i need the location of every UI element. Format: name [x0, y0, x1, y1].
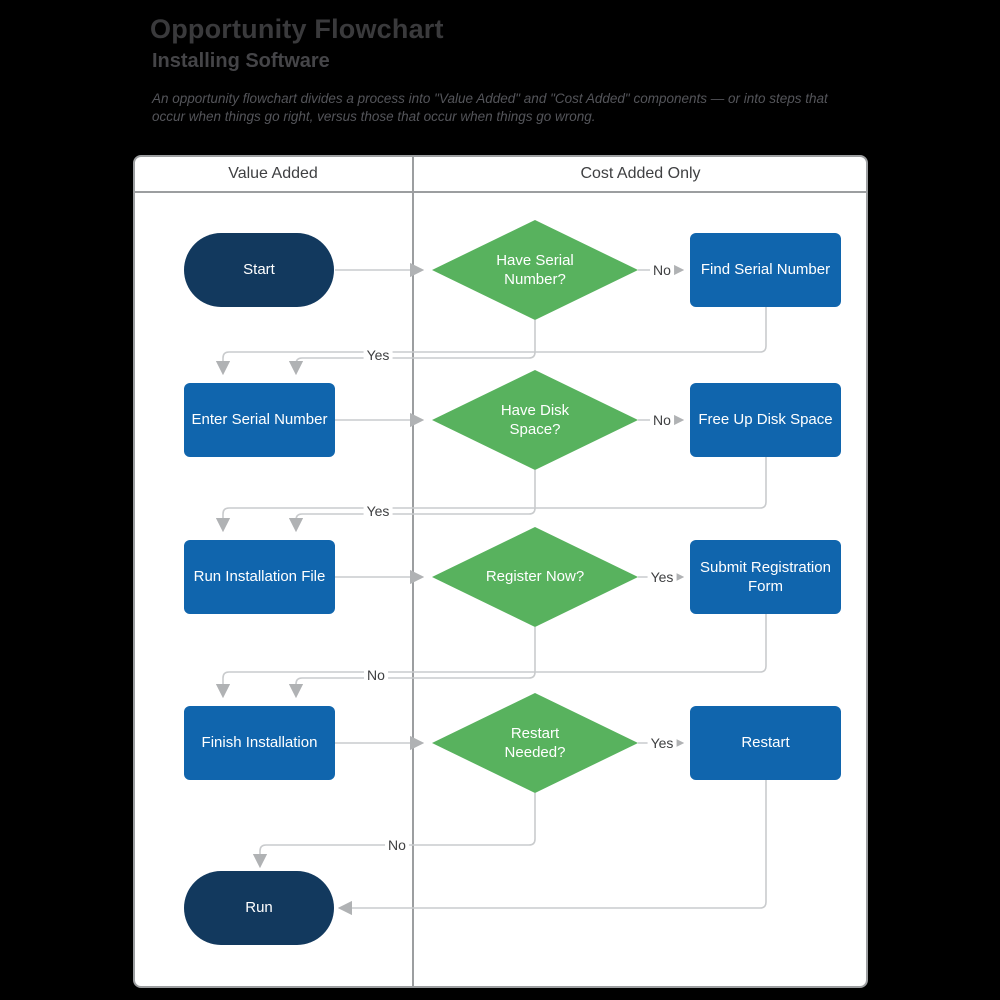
connector-layer — [133, 155, 868, 988]
page-title: Opportunity Flowchart — [150, 14, 444, 44]
edge-find-serial-to-enter-serial — [215, 307, 767, 376]
node-restart: Restart — [690, 706, 841, 780]
page-description: An opportunity flowchart divides a proce… — [152, 91, 828, 124]
node-find-serial-number: Find Serial Number — [690, 233, 841, 307]
edge-label-yes-disk: Yes — [363, 503, 393, 519]
edge-label-no-register: No — [364, 667, 388, 683]
edge-label-yes-register: Yes — [647, 569, 677, 585]
edge-submit-reg-to-finish-install — [215, 614, 767, 699]
column-header-cost-added-only: Cost Added Only — [580, 164, 701, 182]
edge-restart-needed-no-to-run — [252, 793, 536, 869]
flowchart-container: Value Added Cost Added Only Start Have S… — [133, 155, 868, 988]
edge-have-disk-yes-to-run-install — [288, 470, 536, 533]
node-run: Run — [184, 871, 334, 945]
edge-free-disk-to-run-install — [215, 457, 767, 533]
node-run-installation-file: Run Installation File — [184, 540, 335, 614]
column-header-value-added: Value Added — [228, 164, 318, 182]
edge-restart-to-run — [337, 780, 767, 916]
edge-have-serial-yes-to-enter-serial — [288, 320, 536, 376]
node-free-up-disk-space: Free Up Disk Space — [690, 383, 841, 457]
node-enter-serial-number: Enter Serial Number — [184, 383, 335, 457]
flowchart-canvas: Value Added Cost Added Only Start Have S… — [133, 155, 868, 988]
edge-label-no-disk: No — [650, 412, 674, 428]
edge-label-yes-serial: Yes — [363, 347, 393, 363]
node-submit-registration-form: Submit Registration Form — [690, 540, 841, 614]
node-finish-installation: Finish Installation — [184, 706, 335, 780]
edge-label-no-restart: No — [385, 837, 409, 853]
edge-label-no-serial: No — [650, 262, 674, 278]
page-subtitle: Installing Software — [152, 50, 330, 72]
node-start: Start — [184, 233, 334, 307]
edge-register-no-to-finish-install — [288, 627, 536, 699]
page-header: Opportunity Flowchart Installing Softwar… — [150, 14, 870, 126]
edge-label-yes-restart: Yes — [647, 735, 677, 751]
